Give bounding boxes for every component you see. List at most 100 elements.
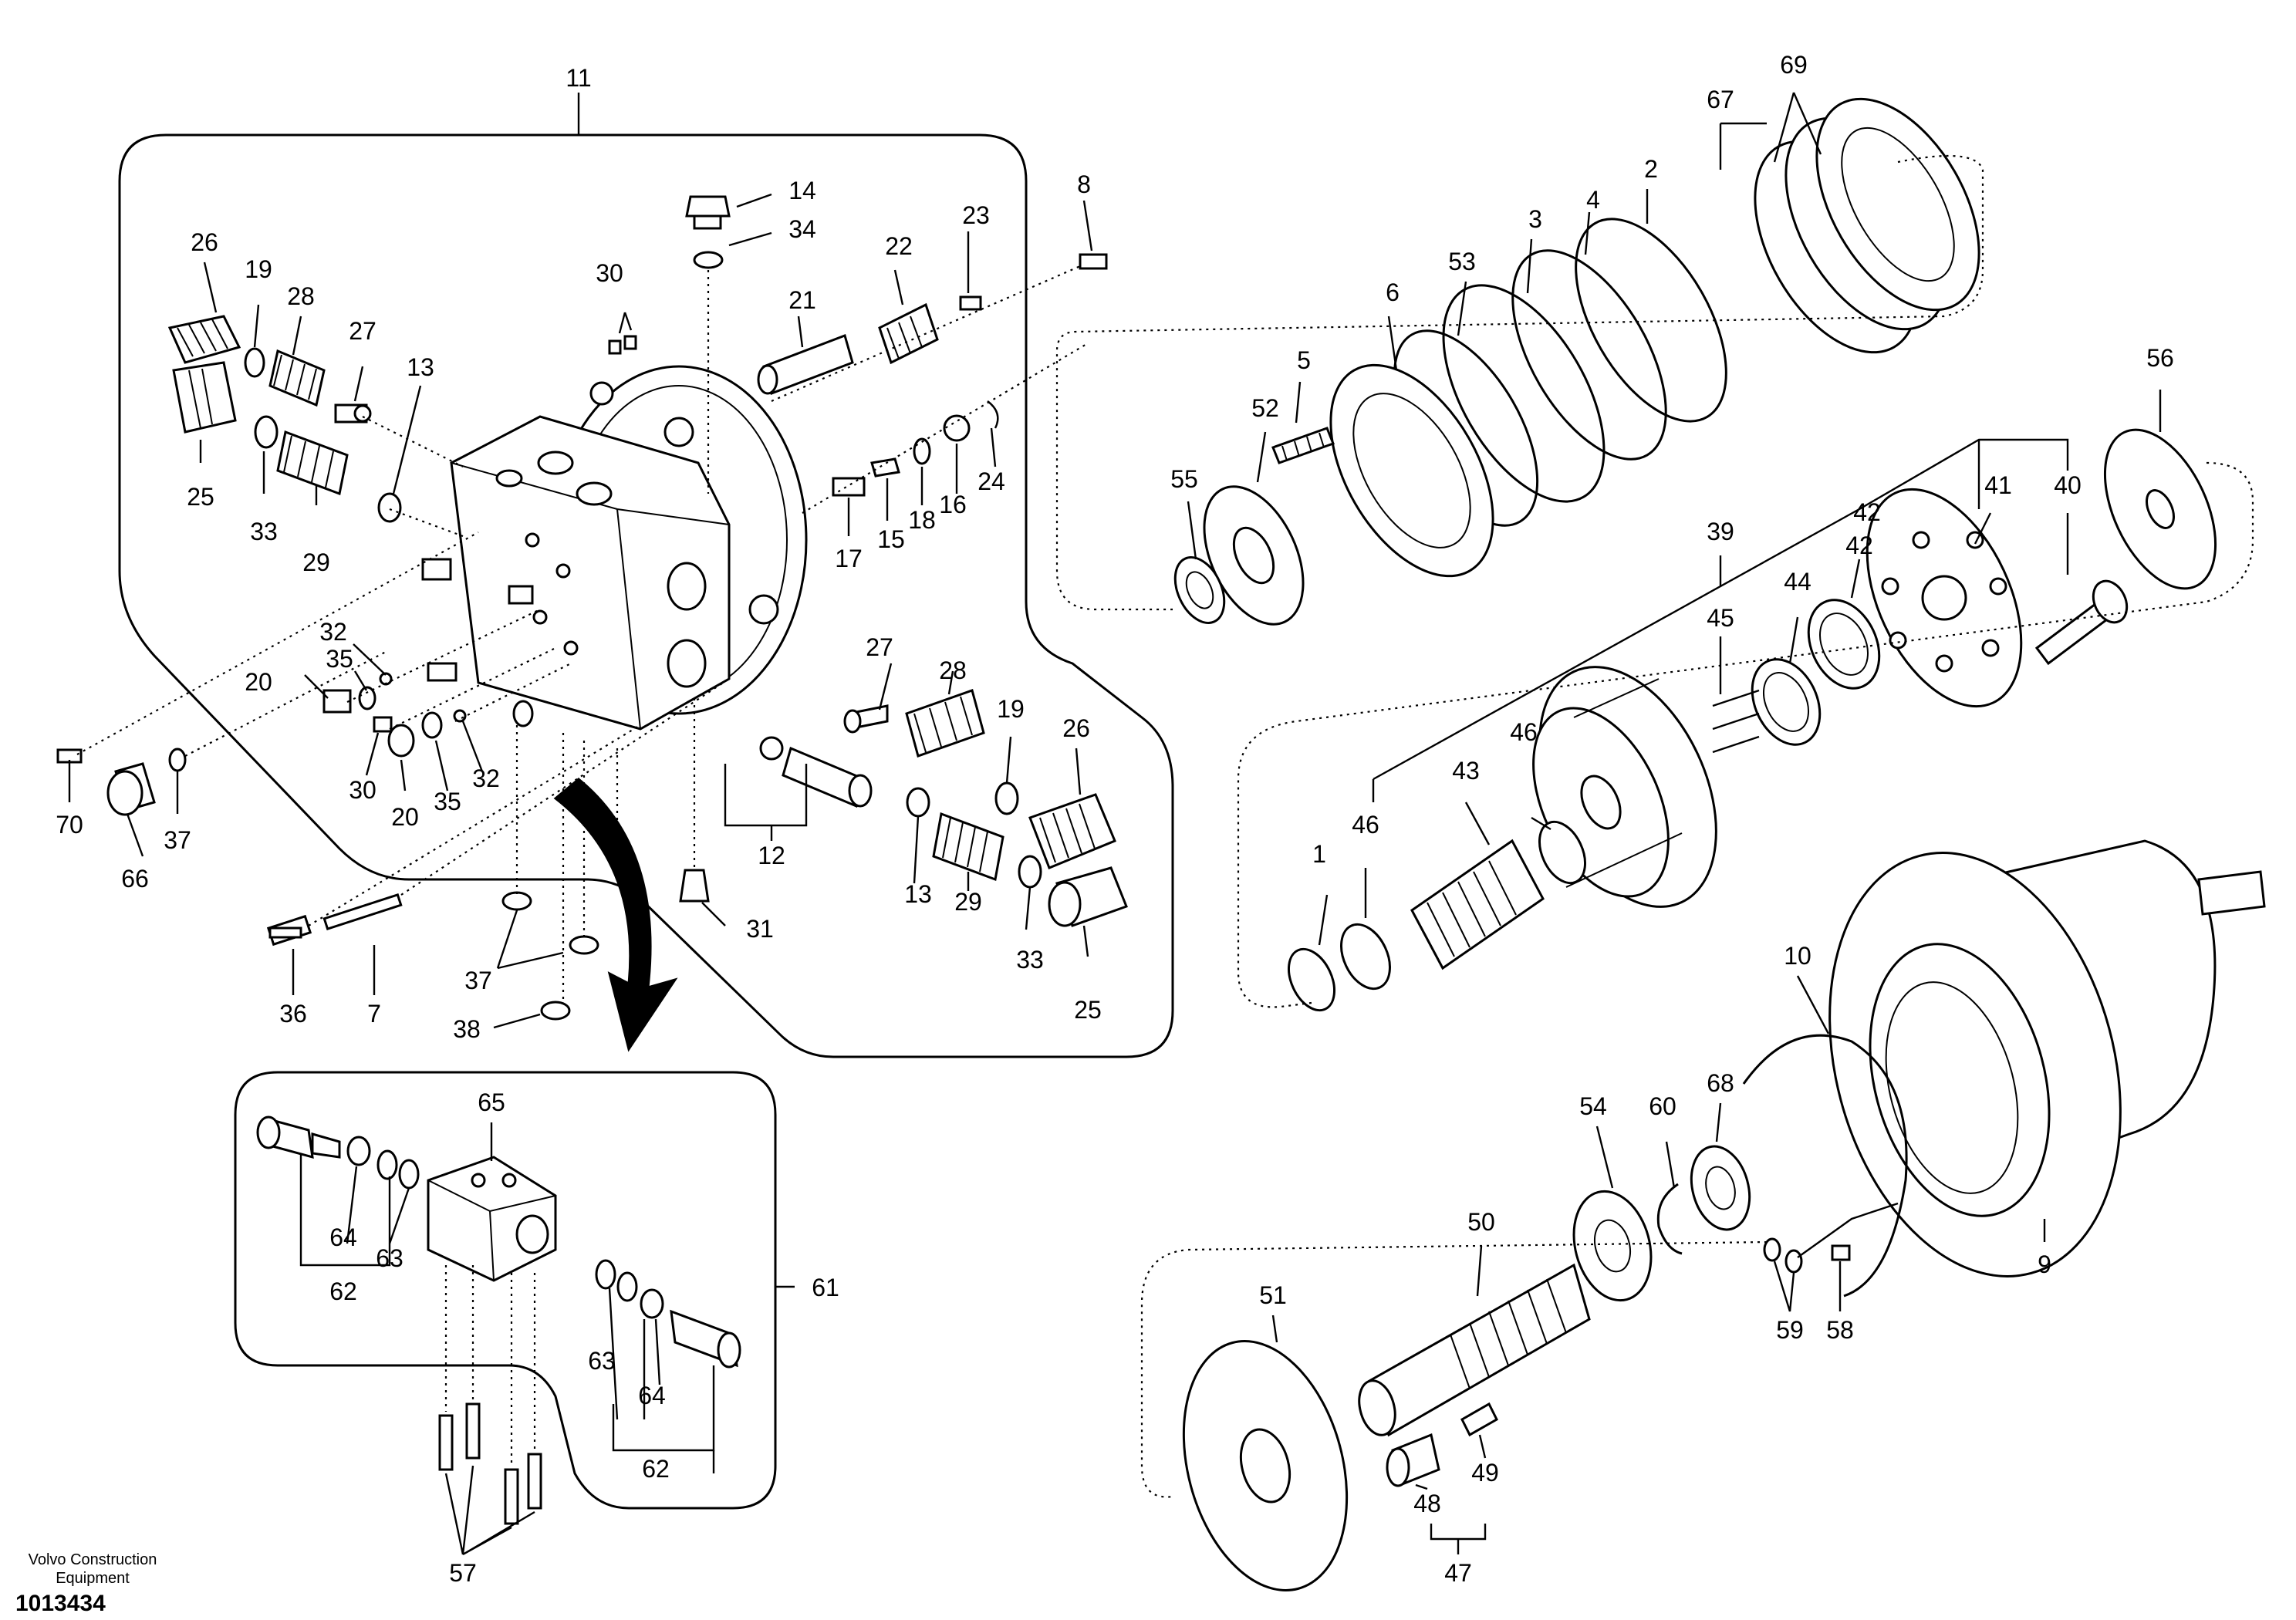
label-7: 7 bbox=[367, 1000, 381, 1028]
label-40: 40 bbox=[2054, 471, 2082, 499]
label-53: 53 bbox=[1448, 248, 1476, 275]
valve-small-parts bbox=[56, 193, 1128, 1052]
label-50: 50 bbox=[1467, 1208, 1495, 1236]
label-5: 5 bbox=[1297, 346, 1311, 374]
label-36: 36 bbox=[279, 1000, 307, 1028]
label-68: 68 bbox=[1707, 1069, 1734, 1097]
label-1: 1 bbox=[1312, 840, 1326, 868]
drawing-number: 1013434 bbox=[15, 1591, 106, 1616]
label-31: 31 bbox=[746, 915, 774, 943]
label-28-lower: 28 bbox=[939, 656, 967, 684]
label-29-upper: 29 bbox=[302, 548, 330, 576]
label-17: 17 bbox=[835, 545, 863, 572]
label-29-lower: 29 bbox=[954, 888, 982, 916]
label-4: 4 bbox=[1586, 186, 1600, 214]
label-35-upper: 35 bbox=[326, 645, 353, 673]
brand-caption: Volvo Construction Equipment bbox=[28, 1551, 157, 1587]
label-10: 10 bbox=[1784, 942, 1811, 970]
label-62-right: 62 bbox=[642, 1455, 670, 1483]
frame-valve-group-11 bbox=[118, 93, 1174, 1058]
leader-lines bbox=[68, 92, 2162, 1556]
label-69: 69 bbox=[1780, 51, 1808, 79]
label-11: 11 bbox=[566, 64, 591, 92]
label-21: 21 bbox=[788, 286, 816, 314]
label-46-upper: 46 bbox=[1510, 718, 1538, 746]
label-47: 47 bbox=[1444, 1559, 1472, 1587]
label-39: 39 bbox=[1707, 518, 1734, 545]
label-37-left: 37 bbox=[164, 826, 191, 854]
label-33-upper: 33 bbox=[250, 518, 278, 545]
label-41: 41 bbox=[1984, 471, 2012, 499]
label-37-lower: 37 bbox=[464, 967, 492, 994]
label-13-upper: 13 bbox=[407, 353, 434, 381]
label-3: 3 bbox=[1528, 205, 1542, 233]
valve-block-housing bbox=[450, 365, 808, 731]
valve-group-61-parts bbox=[256, 1115, 741, 1525]
label-20-upper: 20 bbox=[245, 668, 272, 696]
label-67: 67 bbox=[1707, 86, 1734, 113]
label-32-lower: 32 bbox=[472, 764, 500, 792]
label-51: 51 bbox=[1259, 1281, 1287, 1309]
label-28-upper: 28 bbox=[287, 282, 315, 310]
brake-disc-group bbox=[1055, 97, 1984, 626]
label-14: 14 bbox=[788, 177, 816, 204]
label-57: 57 bbox=[449, 1559, 477, 1587]
label-63-right: 63 bbox=[588, 1347, 616, 1375]
label-42-lower: 42 bbox=[1845, 532, 1873, 559]
label-43: 43 bbox=[1452, 757, 1480, 785]
label-33-lower: 33 bbox=[1016, 946, 1044, 974]
label-18: 18 bbox=[908, 506, 936, 534]
cylinder-block-group bbox=[1237, 428, 2254, 1012]
label-32-upper: 32 bbox=[319, 618, 347, 646]
label-19-lower: 19 bbox=[997, 695, 1025, 723]
label-6: 6 bbox=[1386, 278, 1400, 306]
label-48: 48 bbox=[1413, 1490, 1441, 1517]
label-70: 70 bbox=[56, 811, 83, 839]
label-63-left: 63 bbox=[376, 1244, 403, 1272]
label-45: 45 bbox=[1707, 604, 1734, 632]
label-44: 44 bbox=[1784, 568, 1811, 596]
part-labels: 11 69 67 2 4 3 53 6 5 52 55 14 34 23 22 … bbox=[56, 51, 2174, 1587]
frame-valve-group-61 bbox=[234, 1071, 795, 1510]
housing-shaft-group bbox=[1140, 839, 2266, 1591]
label-19-upper: 19 bbox=[245, 255, 272, 283]
label-52: 52 bbox=[1251, 394, 1279, 422]
label-66: 66 bbox=[121, 865, 149, 893]
label-22: 22 bbox=[885, 232, 913, 260]
label-42-upper: 42 bbox=[1853, 498, 1881, 526]
label-34: 34 bbox=[788, 215, 816, 243]
label-55: 55 bbox=[1170, 465, 1198, 493]
label-58: 58 bbox=[1826, 1316, 1854, 1344]
label-24: 24 bbox=[977, 467, 1005, 495]
label-26-upper: 26 bbox=[191, 228, 218, 256]
label-64-right: 64 bbox=[638, 1382, 666, 1409]
label-15: 15 bbox=[877, 525, 905, 553]
label-54: 54 bbox=[1579, 1092, 1607, 1120]
label-12: 12 bbox=[758, 842, 785, 869]
label-59: 59 bbox=[1776, 1316, 1804, 1344]
label-65: 65 bbox=[478, 1088, 505, 1116]
label-9: 9 bbox=[2038, 1250, 2051, 1278]
label-46-lower: 46 bbox=[1352, 811, 1379, 839]
label-38: 38 bbox=[453, 1015, 481, 1043]
label-25-upper: 25 bbox=[187, 483, 214, 511]
label-2: 2 bbox=[1644, 155, 1658, 183]
label-26-lower: 26 bbox=[1062, 714, 1090, 742]
label-23: 23 bbox=[962, 201, 990, 229]
label-16: 16 bbox=[939, 491, 967, 518]
label-64-left: 64 bbox=[329, 1223, 357, 1251]
label-27-upper: 27 bbox=[349, 317, 376, 345]
label-60: 60 bbox=[1649, 1092, 1676, 1120]
label-25-lower: 25 bbox=[1074, 996, 1102, 1024]
label-30-upper: 30 bbox=[596, 259, 623, 287]
label-27-lower: 27 bbox=[866, 633, 893, 661]
label-62-left: 62 bbox=[329, 1277, 357, 1305]
label-49: 49 bbox=[1471, 1459, 1499, 1487]
label-20-lower: 20 bbox=[391, 803, 419, 831]
label-30-lower: 30 bbox=[349, 776, 376, 804]
label-61: 61 bbox=[812, 1274, 839, 1301]
label-13-lower: 13 bbox=[904, 880, 932, 908]
label-8: 8 bbox=[1077, 170, 1091, 198]
label-35-lower: 35 bbox=[434, 788, 461, 815]
